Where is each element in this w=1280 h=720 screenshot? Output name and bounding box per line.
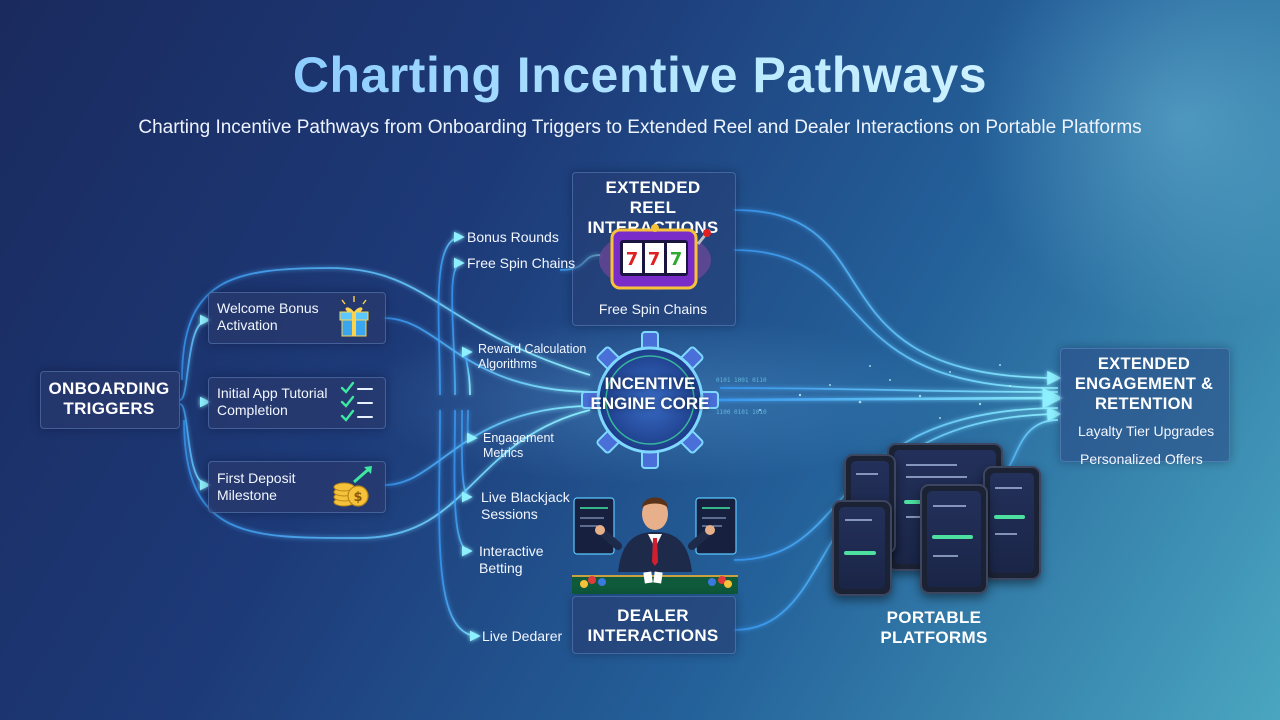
slot-machine-icon: 7 7 7 [596,224,714,297]
checklist-icon [340,380,378,427]
onboarding-triggers-heading: ONBOARDING TRIGGERS [48,379,170,418]
coins-icon: $ [330,464,376,515]
app-tutorial-box [208,377,386,429]
reel-input-bonus-rounds: Bonus Rounds [467,229,559,245]
gear-icon [580,330,720,475]
svg-text:7: 7 [670,249,683,270]
page-title: Charting Incentive Pathways [0,46,1280,104]
dealer-input-live-dedarer: Live Dedarer [482,628,563,644]
dealer-interactions-box [572,596,736,654]
dealer-input-live-blackjack: Live Blackjack Sessions [481,489,570,522]
page-subtitle: Charting Incentive Pathways from Onboard… [138,117,1142,138]
retention-item-loyalty-tier: Layalty Tier Upgrades [1078,423,1215,439]
portable-platforms-heading: PORTABLE PLATFORMS [880,608,988,647]
engine-heading: INCENTIVE ENGINE CORE [590,374,710,413]
live-dealer-icon [572,476,738,599]
svg-text:$: $ [353,490,362,505]
svg-text:0101 1001 0110: 0101 1001 0110 [716,377,767,384]
gift-icon [334,296,374,343]
first-deposit-label: First Deposit Milestone [217,470,296,503]
svg-text:7: 7 [648,249,661,270]
app-tutorial-label: Initial App Tutorial Completion [217,385,328,418]
svg-text:7: 7 [626,249,639,270]
dealer-interactions-heading: DEALER INTERACTIONS [587,606,719,645]
onboarding-triggers-box [40,371,180,429]
reel-caption: Free Spin Chains [598,301,708,317]
welcome-bonus-label: Welcome Bonus Activation [217,300,319,333]
retention-item-personalized-offers: Personalized Offers [1080,451,1203,467]
svg-text:1100 0101 1010: 1100 0101 1010 [716,409,767,416]
engine-input-reward-calculation: Reward Calculation Algorithms [478,342,587,371]
dealer-input-interactive-betting: Interactive Betting [479,543,544,576]
retention-box [1060,348,1230,462]
engine-input-engagement-metrics: Engagement Metrics [483,431,554,460]
reel-input-free-spin-chains: Free Spin Chains [467,255,576,271]
retention-heading: EXTENDED ENGAGEMENT & RETENTION [1074,355,1214,413]
